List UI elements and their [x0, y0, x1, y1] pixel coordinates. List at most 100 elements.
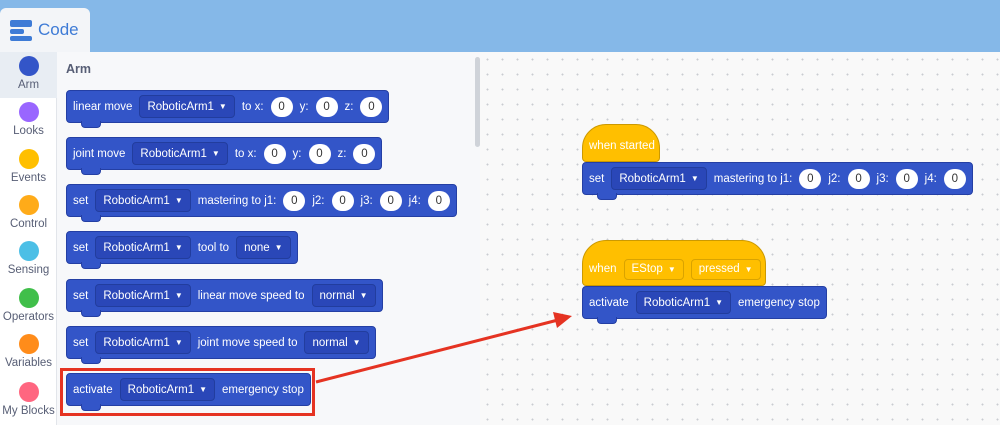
category-label: Looks — [13, 125, 44, 137]
speed-dropdown[interactable]: normal▼ — [304, 331, 369, 354]
z-input[interactable]: 0 — [353, 143, 376, 164]
j3-input[interactable]: 0 — [379, 190, 402, 211]
block-text: y: — [299, 100, 309, 113]
block-text: z: — [337, 147, 347, 160]
block-text: emergency stop — [738, 296, 820, 309]
category-label: Sensing — [7, 264, 50, 276]
category-my-blocks[interactable]: My Blocks — [0, 378, 57, 424]
workspace-set-mastering-block[interactable]: set RoboticArm1▼ mastering to j1: 0 j2: … — [582, 162, 973, 200]
category-variables-dot — [18, 334, 39, 354]
block-text: activate — [73, 383, 113, 396]
sensor-dropdown[interactable]: EStop▼ — [623, 258, 684, 280]
device-dropdown[interactable]: RoboticArm1▼ — [95, 284, 191, 307]
block-text: j2: — [828, 172, 841, 185]
category-operators[interactable]: Operators — [0, 284, 57, 330]
j1-input[interactable]: 0 — [283, 190, 306, 211]
state-value: pressed — [698, 263, 740, 275]
device-dropdown[interactable]: RoboticArm1▼ — [95, 331, 191, 354]
category-looks[interactable]: Looks — [0, 98, 57, 144]
category-rail: Arm Looks Events Control Sensing Operato… — [0, 52, 57, 425]
block-text: set — [73, 194, 89, 207]
tab-code[interactable]: Code — [0, 8, 90, 52]
device-name: RoboticArm1 — [103, 336, 170, 349]
block-text: j3: — [360, 194, 373, 207]
set-joint-speed-block[interactable]: set RoboticArm1▼ joint move speed to nor… — [66, 326, 376, 364]
hat-text: when started — [589, 140, 655, 152]
block-text: linear move speed to — [197, 289, 305, 302]
state-dropdown[interactable]: pressed▼ — [690, 258, 761, 280]
caret-down-icon: ▼ — [274, 243, 283, 252]
block-text: set — [73, 336, 89, 349]
tab-code-label: Code — [38, 20, 79, 39]
tool-dropdown[interactable]: none ▼ — [236, 236, 291, 259]
palette-title: Arm — [66, 62, 92, 76]
set-linear-speed-block[interactable]: set RoboticArm1▼ linear move speed to no… — [66, 279, 383, 317]
set-tool-block[interactable]: set RoboticArm1 ▼ tool to none ▼ — [66, 231, 298, 269]
category-arm-dot — [18, 56, 39, 76]
block-text: z: — [344, 100, 354, 113]
category-variables[interactable]: Variables — [0, 330, 57, 376]
category-my-blocks-dot — [18, 382, 39, 402]
caret-down-icon: ▼ — [359, 291, 368, 300]
j2-input[interactable]: 0 — [847, 168, 870, 189]
device-dropdown[interactable]: RoboticArm1▼ — [635, 291, 732, 314]
block-text: j4: — [408, 194, 421, 207]
j1-input[interactable]: 0 — [799, 168, 822, 189]
caret-down-icon: ▼ — [174, 196, 183, 205]
j4-input[interactable]: 0 — [943, 168, 966, 189]
activate-emergency-stop-block[interactable]: activate RoboticArm1▼ emergency stop — [66, 373, 311, 411]
device-dropdown[interactable]: RoboticArm1▼ — [95, 189, 191, 212]
linear-move-block[interactable]: linear move RoboticArm1▼ to x: 0 y: 0 z:… — [66, 90, 390, 128]
block-text: tool to — [197, 241, 230, 254]
speed-dropdown[interactable]: normal▼ — [311, 284, 376, 307]
code-blocks-icon — [10, 20, 32, 41]
device-name: RoboticArm1 — [619, 172, 686, 185]
x-input[interactable]: 0 — [263, 143, 286, 164]
j4-input[interactable]: 0 — [427, 190, 450, 211]
script-workspace[interactable] — [480, 52, 1000, 425]
when-started-hat-block[interactable]: when started — [582, 124, 660, 162]
category-arm[interactable]: Arm — [0, 52, 57, 98]
tool-value: none — [244, 241, 270, 254]
block-text: j4: — [924, 172, 937, 185]
block-text: activate — [589, 296, 629, 309]
category-label: Events — [10, 172, 47, 184]
block-text: set — [73, 289, 89, 302]
block-text: set — [589, 172, 605, 185]
sensor-name: EStop — [631, 263, 663, 275]
joint-move-block[interactable]: joint move RoboticArm1▼ to x: 0 y: 0 z: … — [66, 137, 383, 175]
category-events[interactable]: Events — [0, 145, 57, 191]
block-text: to x: — [241, 100, 264, 113]
category-label: Control — [9, 218, 48, 230]
y-input[interactable]: 0 — [315, 96, 338, 117]
caret-down-icon: ▼ — [211, 149, 220, 158]
z-input[interactable]: 0 — [360, 96, 383, 117]
device-name: RoboticArm1 — [103, 241, 170, 254]
category-control[interactable]: Control — [0, 191, 57, 237]
device-dropdown[interactable]: RoboticArm1▼ — [611, 167, 707, 190]
block-text: set — [73, 241, 89, 254]
x-input[interactable]: 0 — [270, 96, 293, 117]
j2-input[interactable]: 0 — [331, 190, 354, 211]
when-estop-pressed-hat-block[interactable]: when EStop▼ pressed▼ — [582, 240, 766, 286]
device-name: RoboticArm1 — [127, 383, 195, 396]
category-sensing[interactable]: Sensing — [0, 237, 57, 283]
top-bar: Code — [0, 0, 1000, 52]
category-label: Variables — [4, 357, 53, 369]
workspace-activate-emergency-stop-block[interactable]: activate RoboticArm1▼ emergency stop — [582, 286, 827, 324]
block-text: mastering to j1: — [713, 172, 793, 185]
j3-input[interactable]: 0 — [895, 168, 918, 189]
device-dropdown[interactable]: RoboticArm1 ▼ — [95, 236, 191, 259]
speed-value: normal — [312, 336, 348, 349]
caret-down-icon: ▼ — [174, 291, 183, 300]
set-mastering-block[interactable]: set RoboticArm1▼ mastering to j1: 0 j2: … — [66, 184, 457, 222]
y-input[interactable]: 0 — [308, 143, 331, 164]
device-dropdown[interactable]: RoboticArm1▼ — [139, 95, 235, 118]
category-sensing-dot — [18, 241, 39, 261]
device-dropdown[interactable]: RoboticArm1▼ — [132, 142, 228, 165]
block-text: j2: — [312, 194, 325, 207]
palette-scrollbar[interactable] — [475, 57, 480, 147]
category-looks-dot — [18, 102, 39, 122]
caret-down-icon: ▼ — [174, 243, 183, 252]
device-dropdown[interactable]: RoboticArm1▼ — [119, 378, 216, 401]
